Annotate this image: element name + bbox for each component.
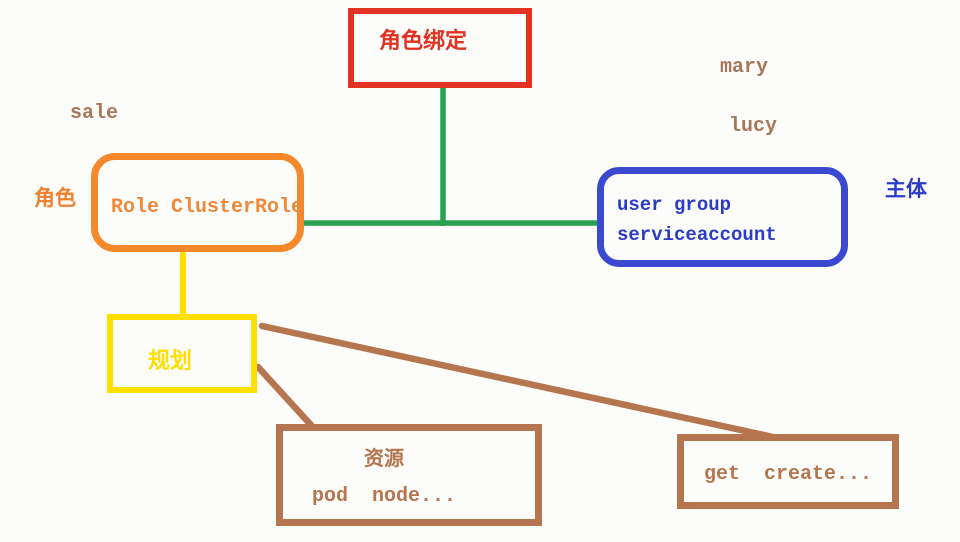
- connector-rules-resources-diagonal: [254, 363, 315, 429]
- node-role-binding-label: 角色绑定: [378, 28, 467, 53]
- node-resources: 资源 pod node...: [276, 424, 542, 526]
- node-verbs: get create...: [677, 434, 899, 509]
- annotation-mary: mary: [720, 56, 769, 79]
- annotation-sale: sale: [70, 102, 119, 125]
- annotation-role: 角色: [34, 187, 76, 210]
- node-role-clusterrole: Role ClusterRole: [91, 153, 304, 252]
- node-role-binding: 角色绑定: [348, 8, 532, 88]
- node-role-clusterrole-label: Role ClusterRole: [111, 196, 304, 219]
- annotation-lucy: lucy: [729, 115, 778, 138]
- connector-rules-verbs-diagonal: [258, 322, 777, 441]
- node-rules: 规划: [107, 314, 257, 393]
- node-subject-line1: user group: [617, 194, 732, 216]
- node-resources-line2: pod node...: [311, 485, 457, 508]
- node-subject-line2: serviceaccount: [617, 224, 777, 246]
- annotation-subject: 主体: [885, 178, 927, 201]
- node-resources-line1: 资源: [364, 448, 404, 470]
- node-subject: user group serviceaccount: [597, 167, 848, 267]
- node-verbs-label: get create...: [703, 463, 873, 486]
- node-rules-label: 规划: [147, 347, 192, 373]
